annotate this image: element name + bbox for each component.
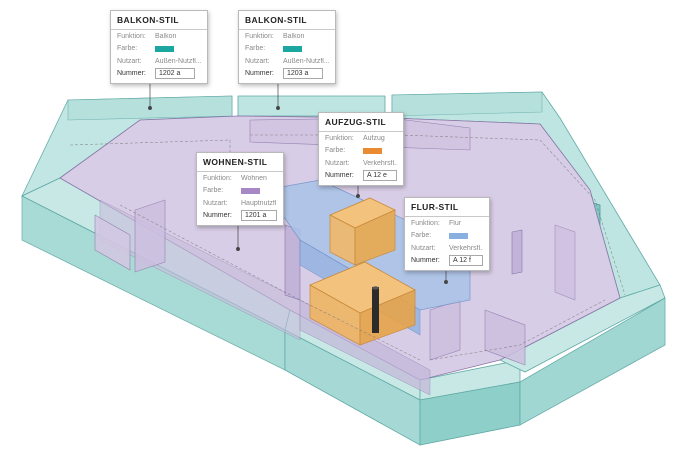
callout-balkon-2: BALKON-STIL Funktion: Balkon Farbe: Nutza… <box>238 10 336 84</box>
callout-title: WOHNEN-STIL <box>197 153 283 172</box>
nummer-label: Nummer: <box>411 257 440 265</box>
nummer-field[interactable]: 1202 a <box>155 68 195 80</box>
callout-title: BALKON-STIL <box>239 11 335 30</box>
callout-title: BALKON-STIL <box>111 11 207 30</box>
column-icon <box>372 287 379 333</box>
color-swatch <box>283 45 302 52</box>
funktion-value: Aufzug <box>363 134 385 142</box>
callout-aufzug: AUFZUG-STIL Funktion: Aufzug Farbe: Nutza… <box>318 112 404 186</box>
funktion-label: Funktion: <box>117 32 146 40</box>
funktion-label: Funktion: <box>203 174 232 182</box>
nummer-field[interactable]: 1201 a <box>241 210 277 222</box>
nutzart-value: Außen-Nutzfl... <box>155 57 201 65</box>
callout-title: AUFZUG-STIL <box>319 113 403 132</box>
nummer-label: Nummer: <box>245 70 274 78</box>
nutzart-value: Verkehrsfl... <box>449 244 483 252</box>
funktion-value: Balkon <box>155 32 177 40</box>
color-swatch <box>241 187 260 194</box>
funktion-value: Wohnen <box>241 174 267 182</box>
nutzart-value: Außen-Nutzfl... <box>283 57 329 65</box>
callout-title: FLUR-STIL <box>405 198 489 217</box>
nummer-field[interactable]: A 12 e <box>363 170 397 182</box>
callout-flur: FLUR-STIL Funktion: Flur Farbe: Nutzart: V… <box>404 197 490 271</box>
callout-wohnen: WOHNEN-STIL Funktion: Wohnen Farbe: Nutza… <box>196 152 284 226</box>
nummer-label: Nummer: <box>325 172 354 180</box>
callout-balkon-1: BALKON-STIL Funktion: Balkon Farbe: Nutza… <box>110 10 208 84</box>
elevator-zone <box>309 197 416 346</box>
nutzart-label: Nutzart: <box>245 57 270 65</box>
nutzart-label: Nutzart: <box>325 159 350 167</box>
nutzart-label: Nutzart: <box>411 244 436 252</box>
nummer-label: Nummer: <box>203 212 232 220</box>
farbe-label: Farbe: <box>325 147 346 155</box>
farbe-label: Farbe: <box>245 45 266 53</box>
farbe-label: Farbe: <box>117 45 138 53</box>
color-swatch <box>155 45 174 52</box>
funktion-value: Balkon <box>283 32 305 40</box>
nummer-field[interactable]: A 12 f <box>449 255 483 267</box>
nummer-label: Nummer: <box>117 70 146 78</box>
funktion-label: Funktion: <box>245 32 274 40</box>
nummer-field[interactable]: 1203 a <box>283 68 323 80</box>
nutzart-label: Nutzart: <box>117 57 142 65</box>
color-swatch <box>449 232 468 239</box>
funktion-label: Funktion: <box>325 134 354 142</box>
funktion-label: Funktion: <box>411 219 440 227</box>
color-swatch <box>363 147 382 154</box>
nutzart-label: Nutzart: <box>203 199 228 207</box>
farbe-label: Farbe: <box>411 232 432 240</box>
nutzart-value: Verkehrsfl... <box>363 159 397 167</box>
nutzart-value: Hauptnutzfl... <box>241 199 277 207</box>
funktion-value: Flur <box>449 219 462 227</box>
farbe-label: Farbe: <box>203 187 224 195</box>
